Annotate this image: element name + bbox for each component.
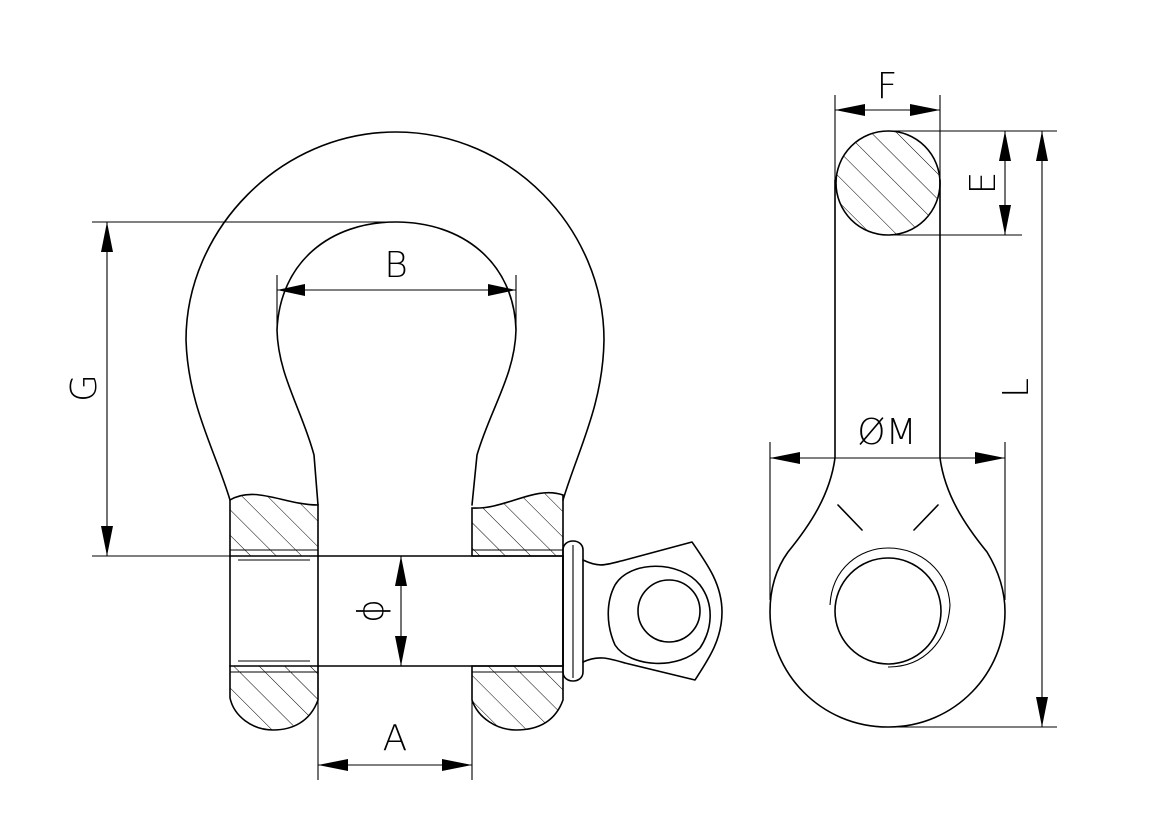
l-arrow-top	[1036, 131, 1048, 161]
l-arrow-bottom	[1036, 697, 1048, 727]
g-label: G	[64, 374, 105, 402]
side-view	[769, 130, 1006, 728]
m-label: ØM	[857, 412, 916, 453]
pin-head-hole	[637, 579, 701, 643]
chamfer-mark-right	[913, 504, 939, 531]
m-arrow-left	[770, 452, 800, 464]
f-arrow-right	[910, 104, 940, 116]
e-arrow-top	[999, 131, 1011, 161]
a-label: A	[383, 718, 408, 759]
pin-head-inner	[607, 565, 711, 665]
b-arrow-left	[277, 284, 305, 296]
e-label: E	[963, 172, 1004, 195]
e-arrow-bottom	[999, 205, 1011, 235]
m-arrow-right	[975, 452, 1005, 464]
pin-head-wing	[582, 541, 723, 681]
g-arrow-top	[101, 222, 113, 252]
pin-hole-outer-arc	[829, 547, 951, 668]
phi-arrow-top	[395, 556, 407, 586]
phi-arrow-bottom	[395, 636, 407, 666]
left-upper-section	[229, 493, 319, 557]
a-arrow-right	[442, 759, 472, 771]
side-outline	[769, 179, 1006, 728]
b-label: B	[384, 245, 408, 286]
right-upper-section	[471, 491, 564, 557]
pin-collar	[562, 540, 584, 682]
b-arrow-right	[488, 284, 516, 296]
a-arrow-left	[318, 759, 348, 771]
bow-cross-section	[835, 130, 941, 236]
left-lower-section	[229, 665, 319, 731]
f-arrow-left	[835, 104, 865, 116]
phi-label: ϕ	[351, 599, 392, 623]
pin-hole-inner	[834, 557, 942, 665]
chamfer-mark-left	[837, 504, 863, 531]
g-arrow-bottom	[101, 526, 113, 556]
right-lower-section	[471, 665, 564, 731]
front-view	[185, 131, 723, 731]
f-label: F	[877, 66, 898, 107]
l-label: L	[996, 378, 1037, 398]
bow-outer-outline	[185, 131, 605, 501]
dimension-annotations: B G ϕ A F E	[64, 66, 1057, 780]
